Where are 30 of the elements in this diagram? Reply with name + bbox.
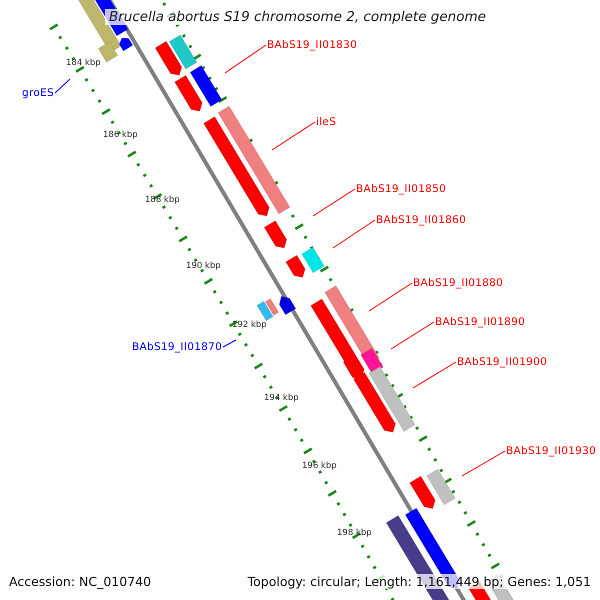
leader-line: [462, 450, 506, 476]
gene-label: BAbS19_II01880: [413, 277, 504, 289]
tick-label: 196 kbp: [302, 461, 337, 471]
tick-label: 192 kbp: [232, 320, 267, 330]
footer-text: Accession: NC_010740: [7, 574, 154, 589]
leader-line: [312, 188, 356, 216]
gene-label: BAbS19_II01860: [376, 214, 466, 226]
tick-label: 190 kbp: [186, 261, 221, 271]
leader-line: [222, 340, 236, 348]
tick-label: 188 kbp: [145, 195, 180, 205]
gene-label: groES: [22, 87, 54, 99]
gene-label: BAbS19_II01930: [506, 445, 596, 457]
gene-label: ileS: [316, 116, 336, 128]
leader-line: [390, 322, 434, 350]
gene-label: BAbS19_II01900: [457, 356, 548, 368]
gene-label: BAbS19_II01870: [132, 341, 222, 353]
leader-line: [332, 220, 376, 248]
gene-label: BAbS19_II01850: [356, 183, 446, 195]
gene-label: BAbS19_II01890: [435, 316, 526, 328]
footer-text: Topology: circular; Length: 1,161,449 bp; Genes: 1,051: [246, 574, 593, 589]
tick-label: 186 kbp: [103, 130, 138, 140]
leader-line: [54, 78, 70, 94]
leader-line: [224, 44, 266, 74]
leader-line: [272, 122, 316, 150]
leader-line: [412, 362, 456, 388]
tick-label: 184 kbp: [66, 58, 101, 68]
leader-line: [368, 282, 412, 312]
gene-label: BAbS19_II01830: [267, 39, 358, 51]
tick-label: 194 kbp: [264, 393, 299, 403]
tick-label: 198 kbp: [337, 528, 372, 538]
